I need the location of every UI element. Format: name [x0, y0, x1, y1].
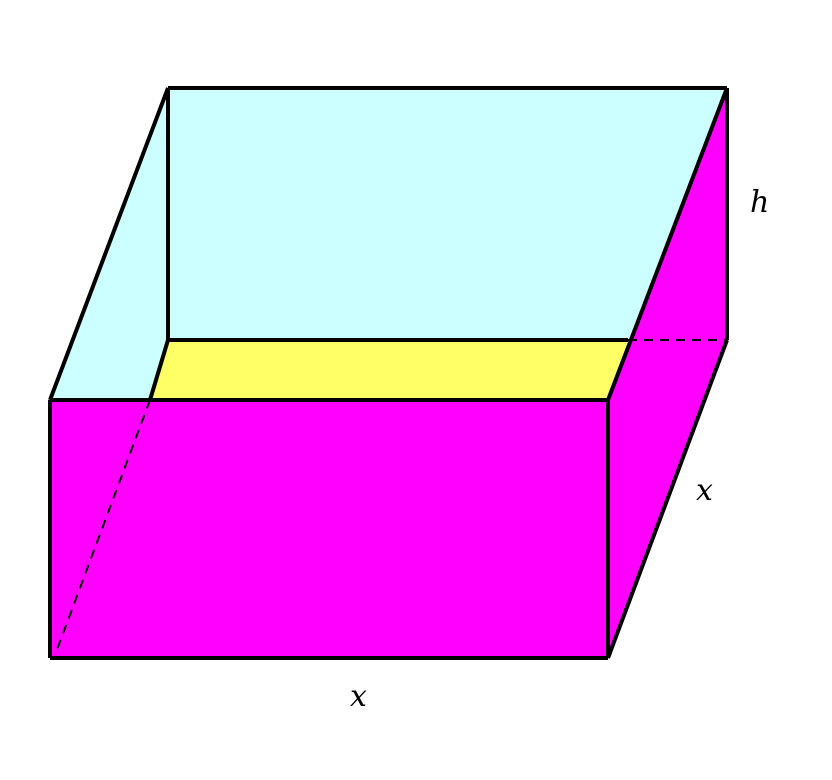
bottom-right-edge [606, 339, 729, 659]
width-label: x [350, 679, 367, 714]
back-face [168, 88, 727, 340]
inner-left-bottom-edge [148, 339, 170, 401]
top-left-edge [48, 87, 170, 401]
inner-bottom-strip [150, 340, 628, 400]
hidden-left-bottom-edge [54, 399, 151, 656]
height-label: h [750, 185, 769, 220]
front-face [50, 400, 608, 658]
box-edges [48, 86, 729, 660]
depth-label: x [696, 473, 713, 508]
hidden-edges [54, 339, 727, 656]
top-right-edge [606, 87, 729, 401]
right-face [608, 88, 727, 658]
